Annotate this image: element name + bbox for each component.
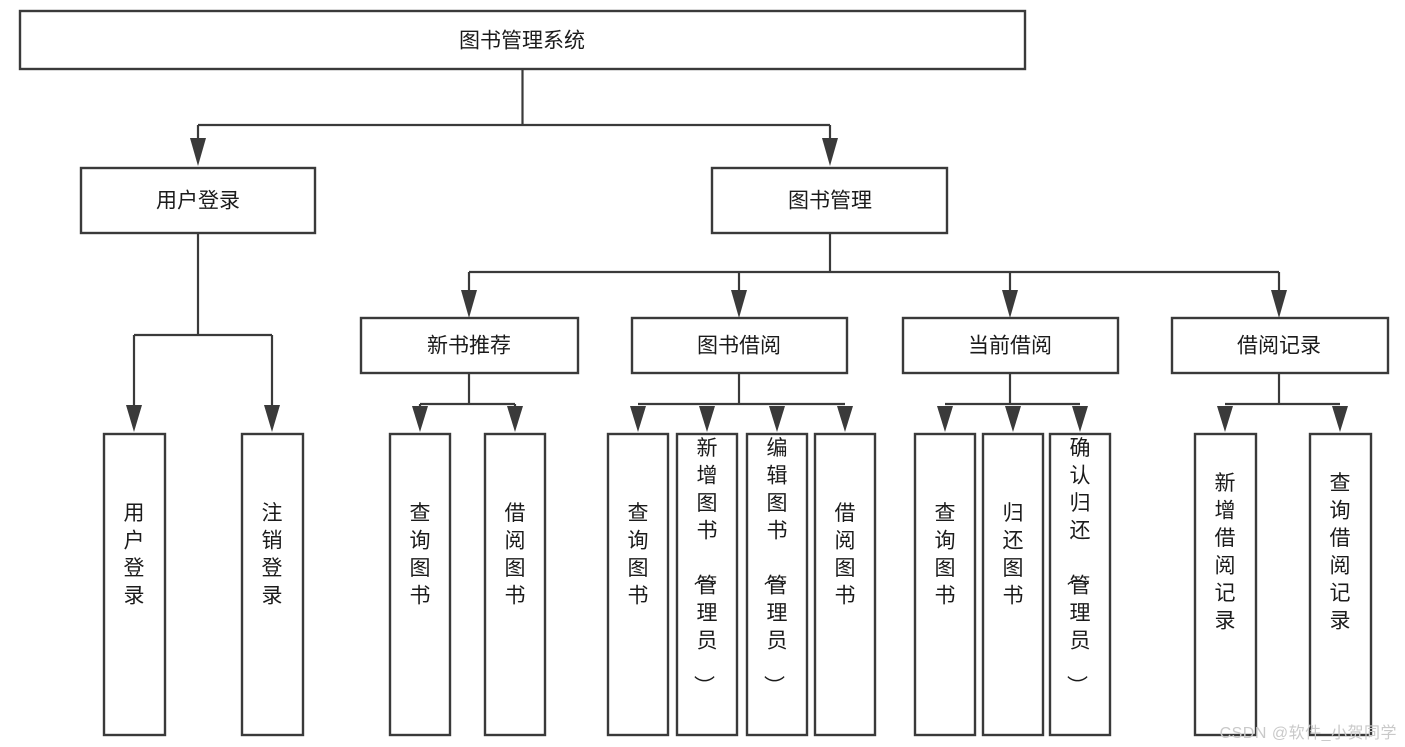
- arrowhead-leaf-user-logout: [264, 405, 280, 432]
- arrowhead-book-manage: [822, 138, 838, 166]
- node-new-book-recommend-label: 新书推荐: [427, 335, 511, 358]
- arrowhead-borrow-record: [1271, 290, 1287, 318]
- node-leaf-query-book-2-box[interactable]: [606, 432, 670, 737]
- csdn-watermark: CSDN @软件_小贺同学: [1219, 725, 1397, 742]
- node-leaf-borrow-book-2-label: 借阅图书: [835, 502, 856, 608]
- node-leaf-return-book-box[interactable]: [981, 432, 1045, 737]
- node-user-login-label: 用户登录: [156, 190, 240, 213]
- node-leaf-query-book-2-label: 查询图书: [628, 502, 649, 608]
- node-leaf-query-book-2[interactable]: 查询图书: [606, 432, 670, 737]
- arrowhead-leaf-query-record: [1332, 406, 1348, 432]
- node-borrow-record-box[interactable]: [1170, 316, 1390, 375]
- node-book-borrow-box[interactable]: [630, 316, 849, 375]
- node-leaf-user-logout-label: 注销登录: [262, 502, 283, 608]
- node-leaf-add-record-box[interactable]: [1193, 432, 1258, 737]
- node-leaf-user-login[interactable]: 用户登录: [102, 432, 167, 737]
- node-leaf-borrow-book-1[interactable]: 借阅图书: [483, 432, 547, 737]
- node-leaf-borrow-book-2-box[interactable]: [813, 432, 877, 737]
- node-root[interactable]: 图书管理系统: [18, 9, 1027, 71]
- node-borrow-record[interactable]: 借阅记录: [1170, 316, 1390, 375]
- node-leaf-confirm-return[interactable]: 确认归还（管理员）: [1048, 432, 1112, 737]
- arrowhead-leaf-borrow-book-1: [507, 406, 523, 432]
- arrowhead-leaf-query-book-3: [937, 406, 953, 432]
- node-leaf-add-book-box[interactable]: [675, 432, 739, 737]
- arrowhead-user-login: [190, 138, 206, 166]
- node-leaf-query-book-1[interactable]: 查询图书: [388, 432, 452, 737]
- arrowhead-leaf-add-book: [699, 406, 715, 432]
- arrowhead-leaf-edit-book: [769, 406, 785, 432]
- node-leaf-return-book-label: 归还图书: [1003, 502, 1024, 608]
- node-leaf-borrow-book-2[interactable]: 借阅图书: [813, 432, 877, 737]
- node-new-book-recommend[interactable]: 新书推荐: [359, 316, 580, 375]
- node-leaf-query-book-3[interactable]: 查询图书: [913, 432, 977, 737]
- node-book-manage-box[interactable]: [710, 166, 949, 235]
- node-book-manage[interactable]: 图书管理: [710, 166, 949, 235]
- arrowhead-leaf-user-login: [126, 405, 142, 432]
- node-leaf-confirm-return-label: 确认归还（管理员）: [1065, 437, 1091, 696]
- node-new-book-recommend-box[interactable]: [359, 316, 580, 375]
- arrowhead-leaf-add-record: [1217, 406, 1233, 432]
- node-leaf-add-book[interactable]: 新增图书（管理员）: [675, 432, 739, 737]
- arrowhead-book-borrow: [731, 290, 747, 318]
- node-leaf-user-login-box[interactable]: [102, 432, 167, 737]
- node-book-manage-label: 图书管理: [788, 190, 872, 213]
- node-leaf-add-record[interactable]: 新增借阅记录: [1193, 432, 1258, 737]
- node-leaf-return-book[interactable]: 归还图书: [981, 432, 1045, 737]
- node-leaf-edit-book[interactable]: 编辑图书（管理员）: [745, 432, 809, 737]
- arrowhead-leaf-confirm-return: [1072, 406, 1088, 432]
- node-leaf-edit-book-box[interactable]: [745, 432, 809, 737]
- node-leaf-add-record-label: 新增借阅记录: [1215, 472, 1236, 633]
- node-leaf-borrow-book-1-label: 借阅图书: [505, 502, 526, 608]
- node-root-box[interactable]: [18, 9, 1027, 71]
- node-leaf-borrow-book-1-box[interactable]: [483, 432, 547, 737]
- node-leaf-confirm-return-box[interactable]: [1048, 432, 1112, 737]
- arrowhead-new-book-recommend: [461, 290, 477, 318]
- node-leaf-query-book-1-label: 查询图书: [410, 502, 431, 608]
- node-leaf-query-book-3-box[interactable]: [913, 432, 977, 737]
- node-leaf-query-record[interactable]: 查询借阅记录: [1308, 432, 1373, 737]
- arrowhead-current-borrow: [1002, 290, 1018, 318]
- node-root-label: 图书管理系统: [459, 30, 585, 53]
- node-leaf-user-logout[interactable]: 注销登录: [240, 432, 305, 737]
- arrowhead-leaf-query-book-2: [630, 406, 646, 432]
- node-leaf-query-record-box[interactable]: [1308, 432, 1373, 737]
- node-leaf-query-record-label: 查询借阅记录: [1330, 472, 1351, 633]
- node-leaf-query-book-1-box[interactable]: [388, 432, 452, 737]
- node-leaf-add-book-label: 新增图书（管理员）: [692, 437, 718, 696]
- node-user-login[interactable]: 用户登录: [79, 166, 317, 235]
- node-leaf-user-login-label: 用户登录: [124, 502, 145, 608]
- node-book-borrow-label: 图书借阅: [697, 335, 781, 358]
- node-current-borrow[interactable]: 当前借阅: [901, 316, 1120, 375]
- connector-layer: [126, 69, 1348, 432]
- node-user-login-box[interactable]: [79, 166, 317, 235]
- node-current-borrow-label: 当前借阅: [968, 335, 1052, 358]
- node-leaf-edit-book-label: 编辑图书（管理员）: [762, 437, 788, 696]
- arrowhead-leaf-return-book: [1005, 406, 1021, 432]
- arrowhead-leaf-query-book-1: [412, 406, 428, 432]
- node-borrow-record-label: 借阅记录: [1237, 335, 1321, 358]
- node-leaf-user-logout-box[interactable]: [240, 432, 305, 737]
- arrowhead-leaf-borrow-book-2: [837, 406, 853, 432]
- node-leaf-query-book-3-label: 查询图书: [935, 502, 956, 608]
- node-current-borrow-box[interactable]: [901, 316, 1120, 375]
- node-book-borrow[interactable]: 图书借阅: [630, 316, 849, 375]
